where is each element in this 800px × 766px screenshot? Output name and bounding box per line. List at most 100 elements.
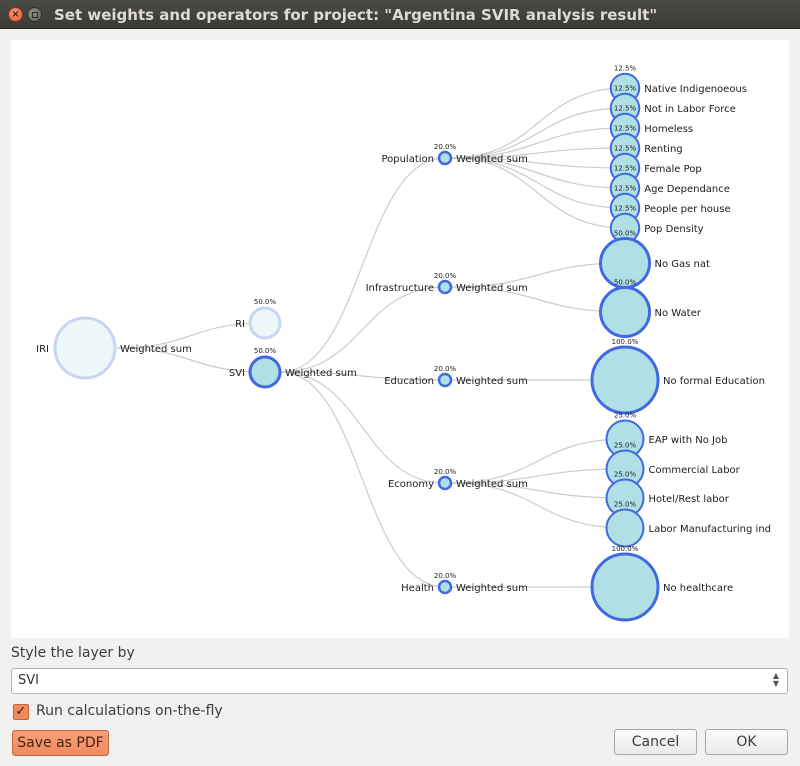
- node-population-weight: 20.0%: [434, 143, 457, 151]
- node-iri[interactable]: [53, 316, 117, 380]
- node-health-weight: 20.0%: [434, 572, 457, 580]
- style-layer-selected-value: SVI: [18, 673, 39, 688]
- link-population-not-in-labor-force: [450, 107, 626, 159]
- node-hotel-rest-labor-weight: 25.0%: [614, 471, 637, 479]
- link-iri-ri: [116, 322, 266, 349]
- style-layer-label: Style the layer by: [11, 645, 135, 661]
- link-svi-infrastructure: [279, 286, 446, 373]
- node-labor-manufacturing-ind-label: Labor Manufacturing ind: [649, 524, 772, 535]
- node-ri-weight: 50.0%: [254, 298, 277, 306]
- node-commercial-labor-weight: 25.0%: [614, 442, 637, 450]
- link-economy-hotel-rest-labor: [450, 482, 626, 499]
- node-svi-weight: 50.0%: [254, 347, 277, 355]
- node-no-healthcare-weight: 100.0%: [612, 545, 639, 553]
- maximize-icon[interactable]: [27, 7, 42, 22]
- node-population-operator: Weighted sum: [456, 154, 528, 165]
- node-infrastructure-label: Infrastructure: [366, 283, 434, 294]
- save-as-pdf-button[interactable]: Save as PDF: [12, 730, 109, 756]
- link-svi-population: [279, 157, 446, 373]
- close-icon[interactable]: ×: [8, 7, 23, 22]
- node-age-dependance-weight: 12.5%: [614, 165, 637, 173]
- weights-tree-svg: IRI Weighted sum 50.0% RI 50.0% SVI Weighted s…: [36, 65, 772, 622]
- node-not-in-labor-force-weight: 12.5%: [614, 85, 637, 93]
- node-no-water-label: No Water: [655, 308, 702, 319]
- node-age-dependance-label: Age Dependance: [644, 184, 730, 195]
- node-homeless-label: Homeless: [644, 124, 693, 135]
- node-female-pop-weight: 12.5%: [614, 145, 637, 153]
- link-svi-education: [279, 371, 446, 381]
- node-native-indigenoeous-label: Native Indigenoeous: [644, 84, 747, 95]
- node-female-pop-label: Female Pop: [644, 164, 701, 175]
- node-economy-weight: 20.0%: [434, 468, 457, 476]
- node-no-formal-education[interactable]: [590, 345, 660, 415]
- link-infrastructure-no-water: [450, 286, 626, 313]
- link-infrastructure-no-gas-nat: [450, 262, 626, 288]
- node-svi[interactable]: [248, 355, 282, 389]
- node-iri-operator: Weighted sum: [120, 344, 192, 355]
- node-ri-label: RI: [235, 319, 245, 330]
- link-population-pop-density: [450, 157, 626, 229]
- nodes-layer: IRI Weighted sum 50.0% RI 50.0% SVI Weighted s…: [36, 65, 772, 622]
- link-economy-commercial-labor: [450, 468, 626, 484]
- node-no-healthcare-label: No healthcare: [663, 583, 733, 594]
- node-eap-with-no-job-weight: 25.0%: [614, 412, 637, 420]
- style-layer-select[interactable]: SVI ▲▼: [11, 668, 788, 694]
- link-economy-eap-with-no-job: [450, 438, 626, 484]
- node-education-label: Education: [384, 376, 434, 387]
- link-population-female-pop: [450, 157, 626, 169]
- updown-arrow-icon: ▲▼: [772, 671, 780, 688]
- node-no-water[interactable]: [598, 285, 652, 339]
- node-no-healthcare[interactable]: [590, 552, 660, 622]
- node-economy-label: Economy: [388, 479, 434, 490]
- on-the-fly-checkbox[interactable]: ✓: [13, 704, 29, 720]
- link-population-renting: [450, 147, 626, 159]
- link-population-people-per-house: [450, 157, 626, 209]
- node-people-per-house-label: People per house: [644, 204, 730, 215]
- node-education-weight: 20.0%: [434, 365, 457, 373]
- links-layer: [116, 87, 626, 588]
- weights-tree-canvas: IRI Weighted sum 50.0% RI 50.0% SVI Weighted s…: [11, 40, 789, 638]
- node-labor-manufacturing-ind[interactable]: [605, 508, 645, 548]
- node-renting-weight: 12.5%: [614, 125, 637, 133]
- window-title: Set weights and operators for project: "…: [54, 6, 658, 24]
- link-population-native-indigenoeous: [450, 87, 626, 159]
- node-iri-label: IRI: [36, 344, 49, 355]
- link-svi-economy: [279, 371, 446, 484]
- node-infrastructure-weight: 20.0%: [434, 272, 457, 280]
- node-no-water-weight: 50.0%: [614, 278, 637, 286]
- node-health-operator: Weighted sum: [456, 583, 528, 594]
- node-pop-density-weight: 12.5%: [614, 205, 637, 213]
- title-bar: × Set weights and operators for project:…: [0, 0, 800, 29]
- node-infrastructure-operator: Weighted sum: [456, 283, 528, 294]
- link-iri-svi: [116, 347, 266, 373]
- node-labor-manufacturing-ind-weight: 25.0%: [614, 501, 637, 509]
- node-svi-label: SVI: [229, 368, 245, 379]
- node-education-operator: Weighted sum: [456, 376, 528, 387]
- link-economy-labor-manufacturing-ind: [450, 482, 626, 529]
- node-no-gas-nat-weight: 50.0%: [614, 229, 637, 237]
- ok-button[interactable]: OK: [705, 729, 788, 755]
- node-education[interactable]: [437, 372, 453, 388]
- node-eap-with-no-job-label: EAP with No Job: [649, 435, 728, 446]
- node-hotel-rest-labor-label: Hotel/Rest labor: [649, 494, 730, 505]
- node-infrastructure[interactable]: [437, 279, 453, 295]
- node-ri[interactable]: [248, 306, 282, 340]
- node-renting-label: Renting: [644, 144, 682, 155]
- node-no-formal-education-label: No formal Education: [663, 376, 765, 387]
- node-not-in-labor-force-label: Not in Labor Force: [644, 104, 736, 115]
- cancel-button[interactable]: Cancel: [614, 729, 697, 755]
- node-economy-operator: Weighted sum: [456, 479, 528, 490]
- node-no-gas-nat-label: No Gas nat: [655, 259, 711, 270]
- link-population-homeless: [450, 127, 626, 159]
- node-economy[interactable]: [437, 475, 453, 491]
- node-pop-density-label: Pop Density: [644, 224, 703, 235]
- node-commercial-labor-label: Commercial Labor: [649, 465, 741, 476]
- node-svi-operator: Weighted sum: [285, 368, 357, 379]
- link-svi-health: [279, 371, 446, 588]
- node-health-label: Health: [401, 583, 434, 594]
- node-population-label: Population: [381, 154, 434, 165]
- node-people-per-house-weight: 12.5%: [614, 185, 637, 193]
- node-population[interactable]: [437, 150, 453, 166]
- node-health[interactable]: [437, 579, 453, 595]
- node-homeless-weight: 12.5%: [614, 105, 637, 113]
